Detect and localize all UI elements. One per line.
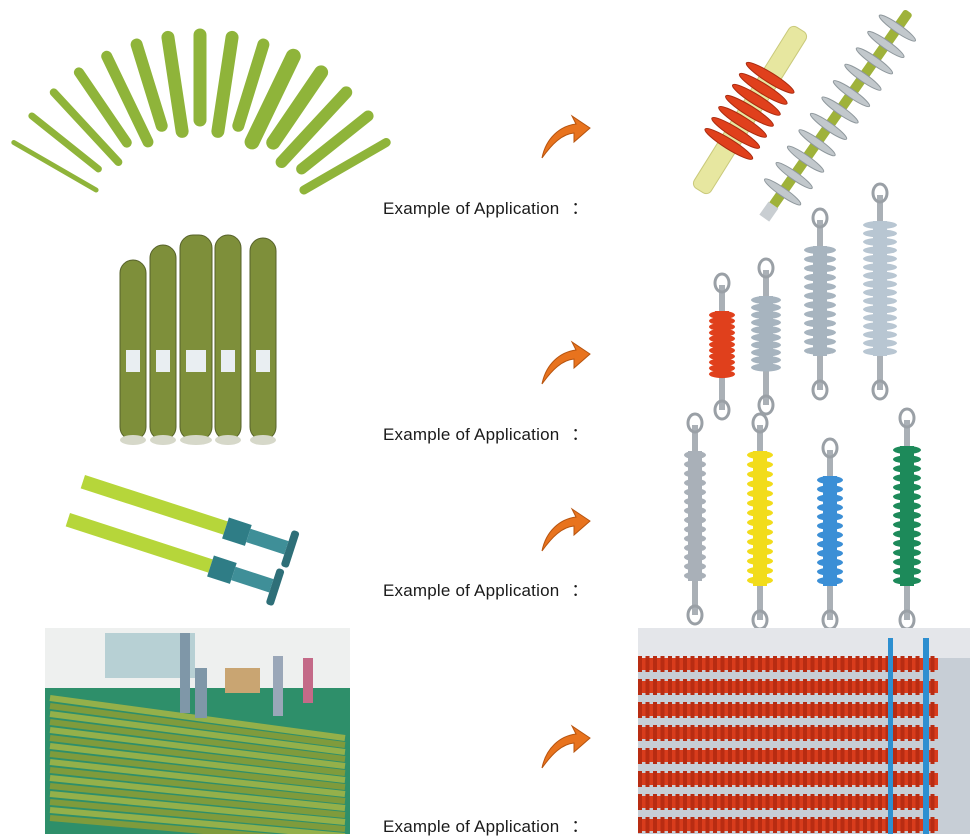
vertical-insulators-image bbox=[709, 182, 897, 421]
application-caption: Example of Application ： bbox=[383, 420, 589, 445]
application-caption: Example of Application ： bbox=[383, 812, 589, 837]
arrow-icon bbox=[541, 340, 591, 385]
fiberglass-tubes-image bbox=[119, 234, 277, 445]
composite-insulators-image bbox=[692, 10, 917, 222]
caption-text: Example of Application bbox=[383, 581, 560, 600]
colored-insulators-image bbox=[684, 407, 921, 631]
fiberglass-rods-fan-image bbox=[11, 28, 391, 195]
insulator-production-photo bbox=[638, 628, 970, 834]
arrow-icon bbox=[541, 507, 591, 552]
arrow-icon bbox=[541, 724, 591, 769]
factory-workshop-photo bbox=[45, 628, 350, 834]
rods-with-end-fittings-image bbox=[65, 475, 300, 606]
caption-text: Example of Application bbox=[383, 425, 560, 444]
caption-separator: ： bbox=[571, 199, 589, 218]
caption-text: Example of Application bbox=[383, 199, 560, 218]
application-caption: Example of Application ： bbox=[383, 194, 589, 219]
arrow-icon bbox=[541, 114, 591, 159]
caption-separator: ： bbox=[571, 817, 589, 836]
caption-text: Example of Application bbox=[383, 817, 560, 836]
application-caption: Example of Application ： bbox=[383, 576, 589, 601]
caption-separator: ： bbox=[571, 425, 589, 444]
caption-separator: ： bbox=[571, 581, 589, 600]
